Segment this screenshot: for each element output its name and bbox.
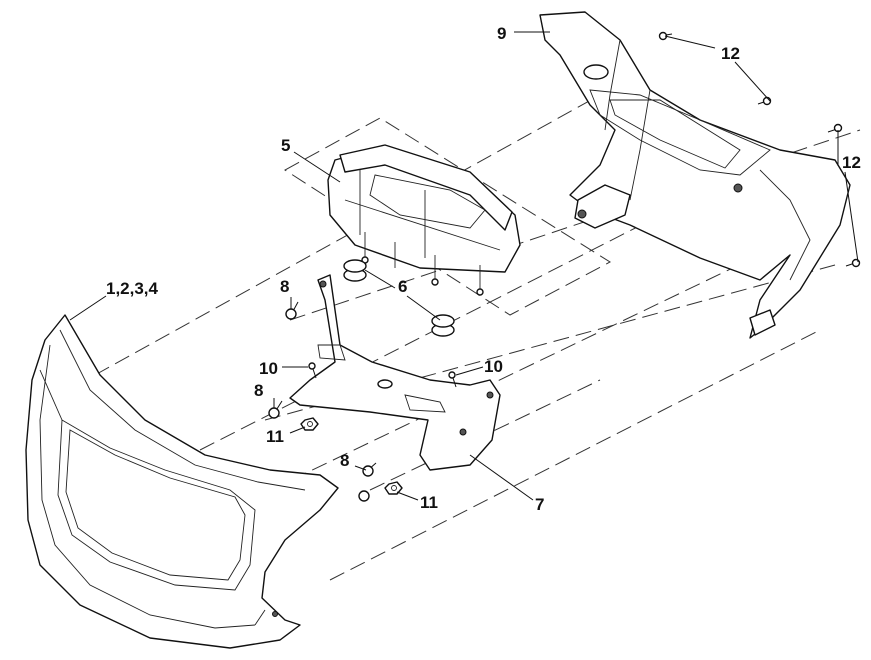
- nut-11-a: [300, 417, 319, 431]
- bolt-8-c: [362, 462, 377, 477]
- leader-lines: [69, 31, 859, 501]
- callout-12-top: 12: [721, 44, 740, 63]
- callout-10-left: 10: [259, 359, 278, 378]
- callout-8-mid: 8: [254, 381, 263, 400]
- grommets-6: [343, 259, 455, 337]
- callout-7: 7: [535, 495, 544, 514]
- rear-housing: [539, 11, 851, 339]
- callout-1-2-3-4: 1,2,3,4: [106, 279, 159, 298]
- grommet-6-b: [431, 314, 455, 337]
- front-cover: [25, 314, 339, 649]
- screw-12-b: [757, 96, 772, 106]
- screw-10-a: [308, 362, 317, 379]
- callout-6: 6: [398, 277, 407, 296]
- fasteners: [268, 301, 457, 502]
- screw-12-d: [845, 258, 861, 268]
- meter-unit: [327, 144, 521, 296]
- callout-8-top: 8: [280, 277, 289, 296]
- callout-11-left: 11: [266, 427, 284, 446]
- bolt-8-d: [358, 490, 370, 502]
- bolt-8-a: [285, 301, 299, 320]
- grommet-6-a: [343, 259, 367, 282]
- callout-9: 9: [497, 24, 506, 43]
- screw-10-b: [448, 371, 457, 388]
- callout-5: 5: [281, 136, 290, 155]
- callout-12-right: 12: [842, 153, 861, 172]
- screw-12-c: [827, 123, 843, 133]
- nut-11-b: [384, 481, 403, 495]
- mounting-bracket: [289, 274, 501, 471]
- callout-11-right: 11: [420, 493, 438, 512]
- callout-8-bottom: 8: [340, 451, 349, 470]
- callout-10-right: 10: [484, 357, 503, 376]
- callout-labels: 9 12 12 5 6 1,2,3,4 8 8 8 10 10 11 11 7: [106, 24, 861, 514]
